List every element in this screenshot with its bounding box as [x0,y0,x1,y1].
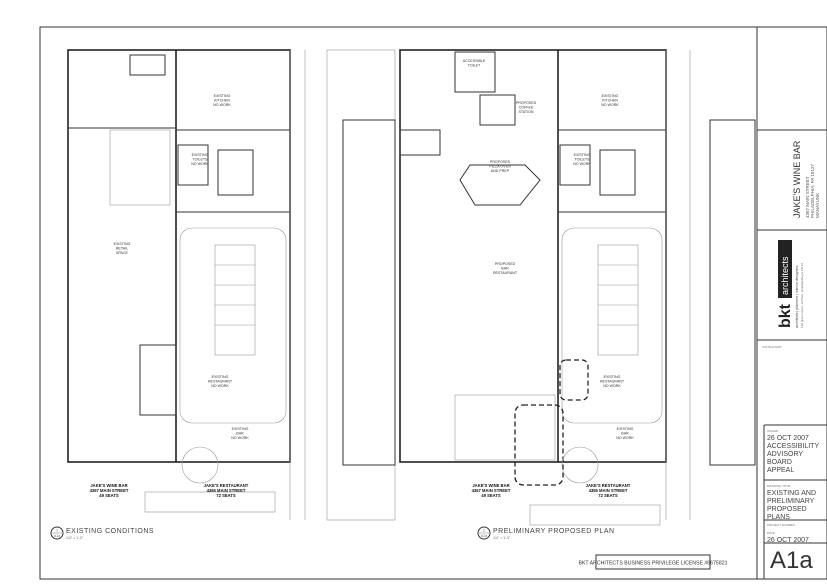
plan-tag-1: 1 A1a [50,526,64,540]
clearance-area [559,359,589,401]
issued-block: ISSUED 26 OCT 2007 ACCESSIBILITY ADVISOR… [767,429,820,474]
date-block: DATE 26 OCT 2007 [767,531,809,544]
plan-title: PRELIMINARY PROPOSED PLAN [493,528,615,535]
drawing-title-block: DRAWING TITLE EXISTING AND PRELIMINARY P… [767,484,817,521]
svg-text:architects | planners | interi: architects | planners | interior designe… [795,265,799,328]
svg-text:architects: architects [780,256,790,295]
firm-logo: bkt architects architects | planners | i… [777,240,804,328]
plan-title: EXISTING CONDITIONS [66,528,154,535]
sheet-border [39,26,827,580]
svg-text:MANAYUNK: MANAYUNK [815,193,820,218]
license-number: BKT ARCHITECTS BUSINESS PRIVILEGE LICENS… [579,561,728,567]
svg-text:A1a: A1a [54,534,60,538]
project-number-label: PROJECT NUMBER [767,523,795,527]
svg-text:4367 MAIN STREET: 4367 MAIN STREET [805,176,810,218]
svg-text:JAKE'S WINE BAR: JAKE'S WINE BAR [792,140,802,218]
svg-text:2: 2 [483,529,485,533]
proposed-ramp-area [514,404,564,486]
svg-text:1: 1 [56,529,58,533]
project-name-block: JAKE'S WINE BAR 4367 MAIN STREET PHILADE… [792,140,820,218]
plan-tag-2: 2 A1a [477,526,491,540]
svg-text:PHILADELPHIA, PA 19127: PHILADELPHIA, PA 19127 [810,164,815,218]
consultant-label: CONSULTANT [762,345,782,349]
sheet-number: A1a [770,547,813,574]
svg-text:bkt: bkt [777,303,794,328]
plan-scale: 1/4" = 1'-0" [66,536,84,540]
svg-text:120 green street, 1st floor, p: 120 green street, 1st floor, philadelphi… [800,263,804,328]
svg-text:A1a: A1a [481,534,487,538]
plan-scale: 1/4" = 1'-0" [493,536,511,540]
